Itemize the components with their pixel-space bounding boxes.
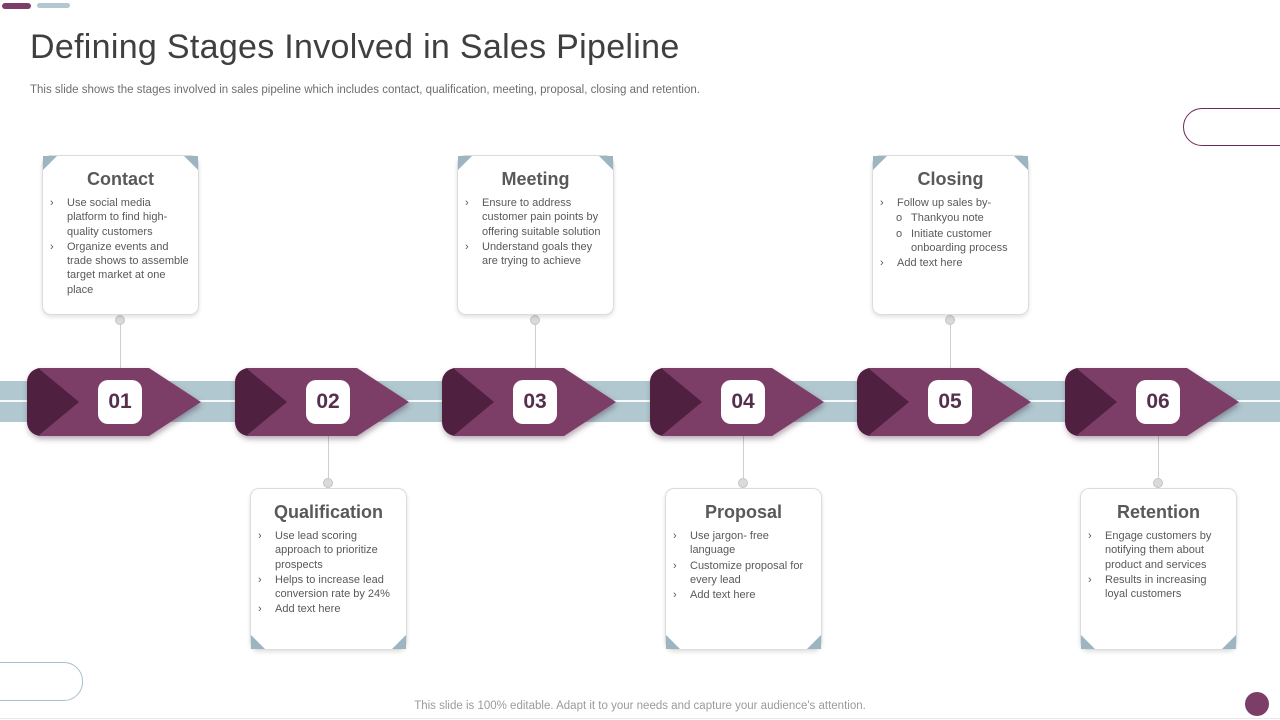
card-bullet-list: ›Use lead scoring approach to prioritize… [251,529,406,617]
connector-dot-proposal [738,478,748,488]
bullet-marker: o [896,212,903,225]
bullet-marker: › [465,240,469,253]
accent-bar-gray [37,3,70,8]
bullet-item: ›Add text here [673,589,756,602]
corner-fold-icon [807,635,821,649]
bullet-item: ›Use jargon- free language [673,530,769,557]
stage-number-badge: 01 [98,380,142,424]
connector-line-meeting [535,323,536,381]
stage-number-badge: 05 [928,380,972,424]
bullet-item: ›Use lead scoring approach to prioritize… [258,530,378,571]
connector-dot-qualification [323,478,333,488]
bullet-item: ›Use social media platform to find high-… [50,197,168,238]
bullet-marker: › [1088,530,1092,542]
bullet-item: ›Understand goals they are trying to ach… [465,240,593,268]
stage-number-badge: 06 [1136,380,1180,424]
bullet-item: ›Engage customers by notifying them abou… [1088,530,1212,571]
card-bullet-list: ›Engage customers by notifying them abou… [1081,529,1236,601]
corner-fold-icon [458,156,472,170]
bullet-item: ›Follow up sales by- [880,197,992,209]
connector-line-proposal [743,422,744,478]
stage-arrow-01: 01 [27,368,201,436]
corner-fold-icon [392,635,406,649]
corner-fold-icon [43,156,57,170]
bullet-marker: › [880,257,884,270]
stage-arrow-06: 06 [1065,368,1239,436]
stage-arrow-02: 02 [235,368,409,436]
bottom-right-circle [1245,692,1269,716]
timeline-centerline [0,400,1280,402]
top-right-pill-shape [1183,108,1280,146]
bullet-marker: › [258,573,262,586]
stage-arrow-03: 03 [442,368,616,436]
bullet-marker: › [1088,573,1092,586]
corner-fold-icon [1014,156,1028,170]
bullet-item: ›Helps to increase lead conversion rate … [258,573,390,601]
bullet-marker: › [673,530,677,542]
bottom-divider [0,718,1280,719]
card-bullet-list: ›Use jargon- free language ›Customize pr… [666,529,821,602]
bullet-item: ›Organize events and trade shows to asse… [50,240,189,296]
bullet-item: ›Ensure to address customer pain points … [465,197,601,238]
bullet-item: ›Results in increasing loyal customers [1088,573,1207,601]
footer-note: This slide is 100% editable. Adapt it to… [414,700,866,712]
corner-fold-icon [184,156,198,170]
accent-bar-purple [2,3,31,9]
connector-dot-closing [945,315,955,325]
bullet-marker: › [673,559,677,572]
stage-arrow-04: 04 [650,368,824,436]
stage-card-contact: Contact ›Use social media platform to fi… [42,155,199,315]
connector-line-qualification [328,422,329,478]
bullet-item: ›Add text here [880,257,963,270]
stage-card-retention: Retention ›Engage customers by notifying… [1080,488,1237,650]
bullet-marker: › [258,603,262,616]
bottom-left-pill-shape [0,662,83,701]
corner-fold-icon [873,156,887,170]
card-title: Meeting [501,169,570,189]
bullet-marker: o [896,227,903,240]
bullet-item: ›Customize proposal for every lead [673,559,804,586]
connector-line-closing [950,323,951,381]
corner-fold-icon [251,635,265,649]
corner-fold-icon [1222,635,1236,649]
bullet-item: ›Add text here [258,603,341,616]
stage-number-badge: 02 [306,380,350,424]
connector-dot-meeting [530,315,540,325]
card-title: Proposal [704,502,783,522]
connector-line-retention [1158,422,1159,478]
stage-number-badge: 04 [721,380,765,424]
bullet-marker: › [880,197,884,209]
connector-dot-contact [115,315,125,325]
slide-subtitle: This slide shows the stages involved in … [30,84,700,96]
corner-fold-icon [599,156,613,170]
corner-fold-icon [1081,635,1095,649]
card-title: Qualification [273,502,383,522]
bullet-marker: › [50,240,54,253]
connector-dot-retention [1153,478,1163,488]
page-title: Defining Stages Involved in Sales Pipeli… [30,28,680,66]
connector-line-contact [120,323,121,381]
stage-card-meeting: Meeting ›Ensure to address customer pain… [457,155,614,315]
card-title: Contact [87,169,154,189]
stage-number-badge: 03 [513,380,557,424]
bullet-marker: › [673,589,677,602]
bullet-marker: › [50,197,54,209]
corner-fold-icon [666,635,680,649]
card-title: Closing [917,169,984,189]
stage-arrow-05: 05 [857,368,1031,436]
card-title: Retention [1117,502,1200,522]
card-bullet-list: ›Use social media platform to find high-… [43,196,198,297]
card-bullet-list: ›Ensure to address customer pain points … [458,196,613,268]
bullet-marker: › [465,197,469,209]
stage-card-qualification: Qualification ›Use lead scoring approach… [250,488,407,650]
bullet-marker: › [258,530,262,542]
stage-card-proposal: Proposal ›Use jargon- free language ›Cus… [665,488,822,650]
